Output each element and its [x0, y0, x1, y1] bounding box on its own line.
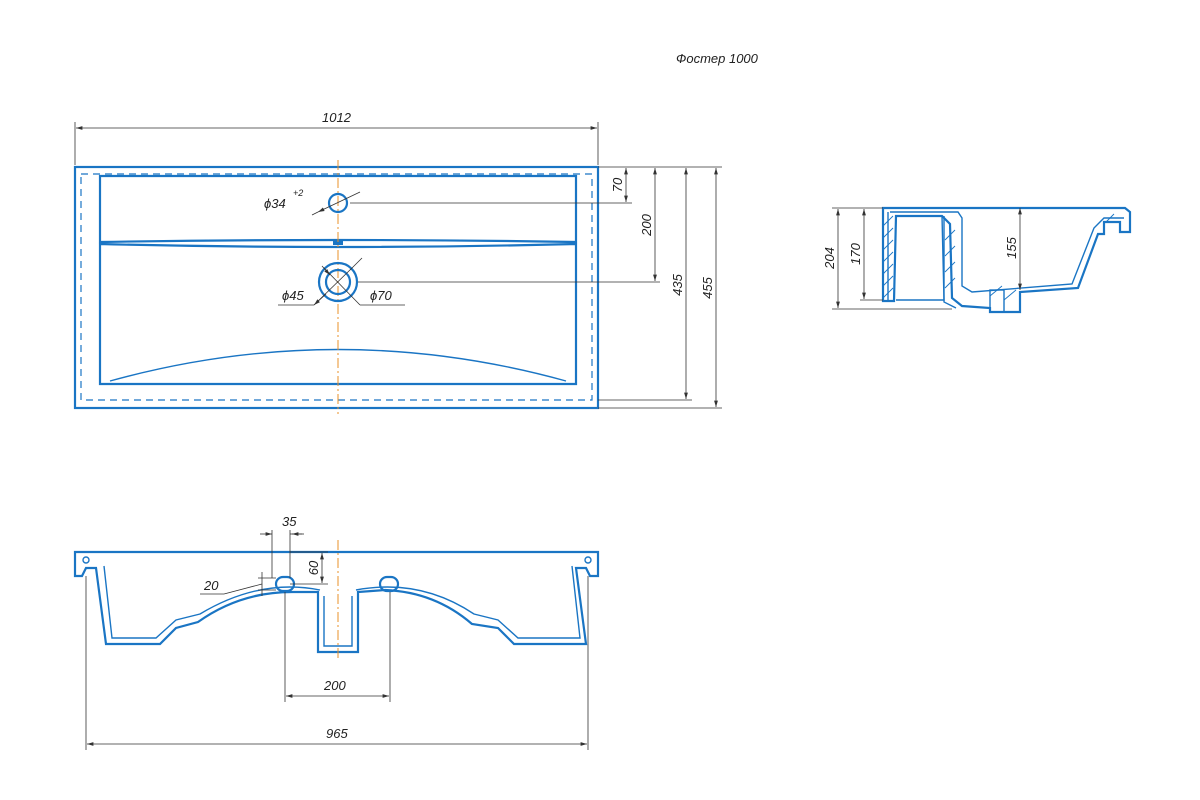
dim-965: 965	[326, 726, 348, 741]
drain-inner-diameter: ϕ45	[282, 288, 304, 303]
dim-200-top: 200	[639, 213, 654, 236]
top-view: ϕ34 +2 ϕ45 ϕ70 1012 70 200 435	[73, 110, 722, 414]
drawing-title: Фостер 1000	[676, 51, 759, 66]
side-apron	[896, 215, 945, 301]
side-view: 204 170 155	[822, 206, 1132, 314]
front-view: 35 60 20 200 965	[73, 514, 600, 750]
dim-1012: 1012	[322, 110, 352, 125]
tap-hole-leader	[317, 191, 361, 213]
drain-inner	[324, 268, 352, 296]
front-profile-outer	[73, 550, 600, 654]
top-deck	[98, 174, 578, 244]
dim-204: 204	[822, 247, 837, 270]
overflow-slot	[333, 241, 343, 245]
overflow-right	[378, 575, 400, 593]
basin-outline	[98, 242, 578, 386]
dim-70: 70	[610, 177, 625, 192]
top-view-outline	[73, 165, 600, 410]
tap-hole-diameter: ϕ34	[264, 196, 286, 211]
dim-170: 170	[848, 242, 863, 264]
dim-20: 20	[203, 578, 219, 593]
dim-35: 35	[282, 514, 297, 529]
front-drain	[323, 596, 353, 647]
dim-435: 435	[670, 273, 685, 295]
dim-455: 455	[700, 276, 715, 298]
mount-hole-left	[82, 556, 90, 564]
drain-outer-diameter: ϕ70	[370, 288, 392, 303]
dim-200-front: 200	[323, 678, 346, 693]
side-profile-outer	[881, 206, 1132, 314]
tap-hole	[327, 192, 349, 214]
side-profile-inner	[890, 211, 1124, 293]
drain-outer	[317, 261, 359, 303]
dim-60: 60	[306, 560, 321, 575]
dim-155: 155	[1004, 236, 1019, 258]
tap-hole-tolerance: +2	[293, 188, 303, 198]
side-drain	[989, 289, 1005, 313]
mount-hole-right	[584, 556, 592, 564]
top-view-hidden-edge	[80, 173, 593, 401]
section-hatching	[882, 213, 1115, 301]
